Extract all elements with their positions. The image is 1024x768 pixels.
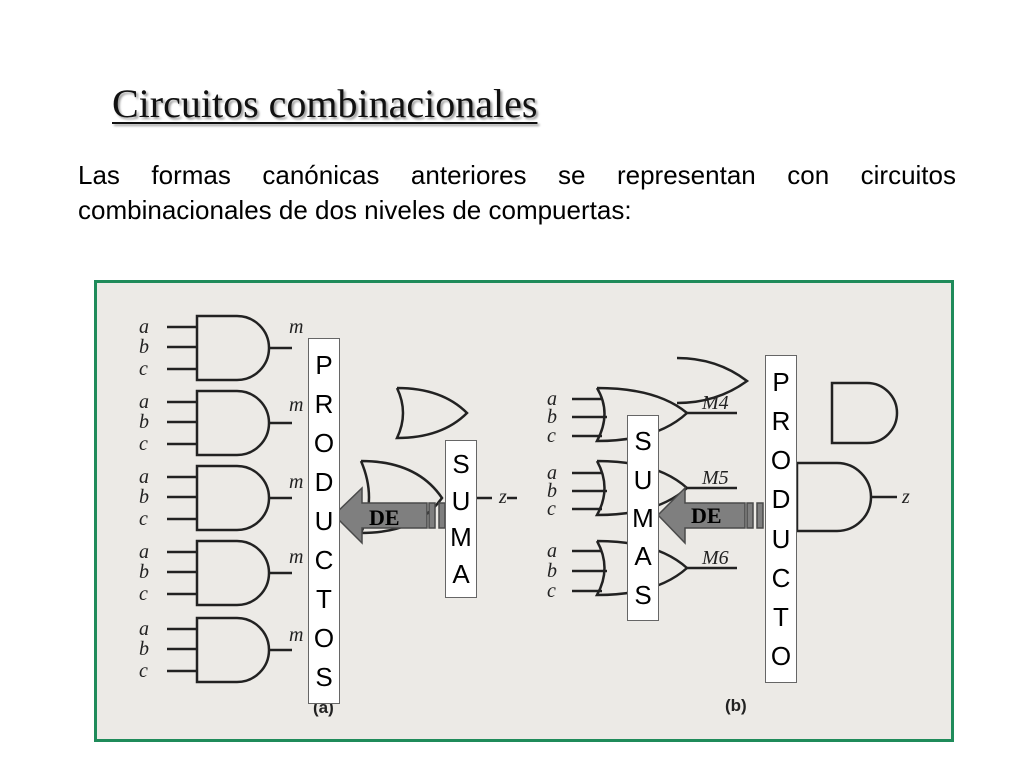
letter: T — [773, 601, 789, 632]
input-label: c — [547, 498, 556, 520]
input-label: a — [139, 618, 149, 640]
input-label: c — [139, 508, 148, 530]
and-gate — [795, 461, 873, 533]
input-label: c — [139, 358, 148, 380]
minterm-label: m — [289, 394, 303, 416]
circuit-figure: a b c a b c a b c a b c a b c a b c a b … — [94, 280, 954, 742]
letter: S — [634, 426, 652, 457]
circuit-diagram: a b c a b c a b c a b c a b c a b c a b … — [139, 314, 910, 717]
letter: S — [315, 662, 333, 692]
input-label: b — [139, 411, 149, 433]
producto-label: P R O D U C T O — [765, 355, 797, 683]
maxterm-label: M6 — [701, 547, 729, 569]
input-label: c — [547, 580, 556, 602]
minterm-label: m — [289, 546, 303, 568]
letter: O — [313, 428, 335, 458]
and-gate — [195, 539, 271, 607]
sumas-label: S U M A S — [627, 415, 659, 621]
input-label: b — [139, 561, 149, 583]
and-gate — [195, 616, 271, 684]
slide-title: Circuitos combinacionales — [112, 81, 538, 126]
input-label: a — [547, 388, 557, 410]
input-label: a — [139, 466, 149, 488]
letter: P — [315, 350, 333, 380]
letter: U — [451, 485, 471, 516]
and-gate — [195, 389, 271, 457]
letter: D — [314, 467, 334, 497]
letter: M — [632, 502, 654, 533]
letter: S — [452, 449, 470, 480]
letter: U — [633, 464, 653, 495]
de-label-right: DE — [691, 503, 722, 528]
letter: C — [314, 545, 334, 575]
input-label: a — [547, 462, 557, 484]
letter: D — [771, 484, 791, 515]
caption-b: (b) — [725, 696, 747, 715]
output-label: z — [498, 486, 507, 508]
productos-label: P R O D U C T O S — [308, 338, 340, 704]
or-gate — [676, 356, 750, 405]
input-label: b — [547, 480, 557, 502]
and-gate — [830, 381, 899, 445]
letter: O — [770, 445, 792, 476]
input-label: a — [139, 541, 149, 563]
letter: M — [450, 522, 472, 553]
letter: R — [314, 389, 334, 419]
letter: U — [771, 523, 791, 554]
minterm-label: m — [289, 316, 303, 338]
letter: A — [634, 541, 652, 572]
output-label: z — [901, 486, 910, 508]
input-label: c — [139, 583, 148, 605]
input-label: c — [139, 660, 148, 682]
minterm-label: m — [289, 624, 303, 646]
letter: A — [452, 558, 470, 589]
letter: R — [771, 406, 791, 437]
letter: P — [772, 367, 790, 398]
arrow-right — [656, 486, 764, 545]
suma-label: S U M A — [445, 440, 477, 598]
intro-paragraph: Las formas canónicas anteriores se repre… — [78, 160, 956, 225]
letter: T — [316, 584, 332, 614]
input-label: b — [139, 638, 149, 660]
letter: O — [313, 623, 335, 653]
letter: O — [770, 640, 792, 671]
letter: C — [771, 562, 791, 593]
input-label: c — [139, 433, 148, 455]
input-label: a — [139, 391, 149, 413]
input-label: b — [139, 486, 149, 508]
input-label: b — [139, 336, 149, 358]
letter: S — [634, 579, 652, 610]
maxterm-label: M5 — [701, 467, 729, 489]
input-label: b — [547, 560, 557, 582]
input-label: a — [139, 316, 149, 338]
de-label-left: DE — [369, 505, 400, 530]
and-gate — [195, 314, 271, 382]
input-label: b — [547, 406, 557, 428]
and-gate — [195, 464, 271, 532]
letter: U — [314, 506, 334, 536]
input-label: a — [547, 540, 557, 562]
arrow-left — [332, 486, 446, 545]
or-gate — [395, 386, 469, 440]
input-label: c — [547, 425, 556, 447]
minterm-label: m — [289, 471, 303, 493]
maxterm-label: M4 — [701, 392, 729, 414]
or-gates-b — [572, 356, 899, 597]
